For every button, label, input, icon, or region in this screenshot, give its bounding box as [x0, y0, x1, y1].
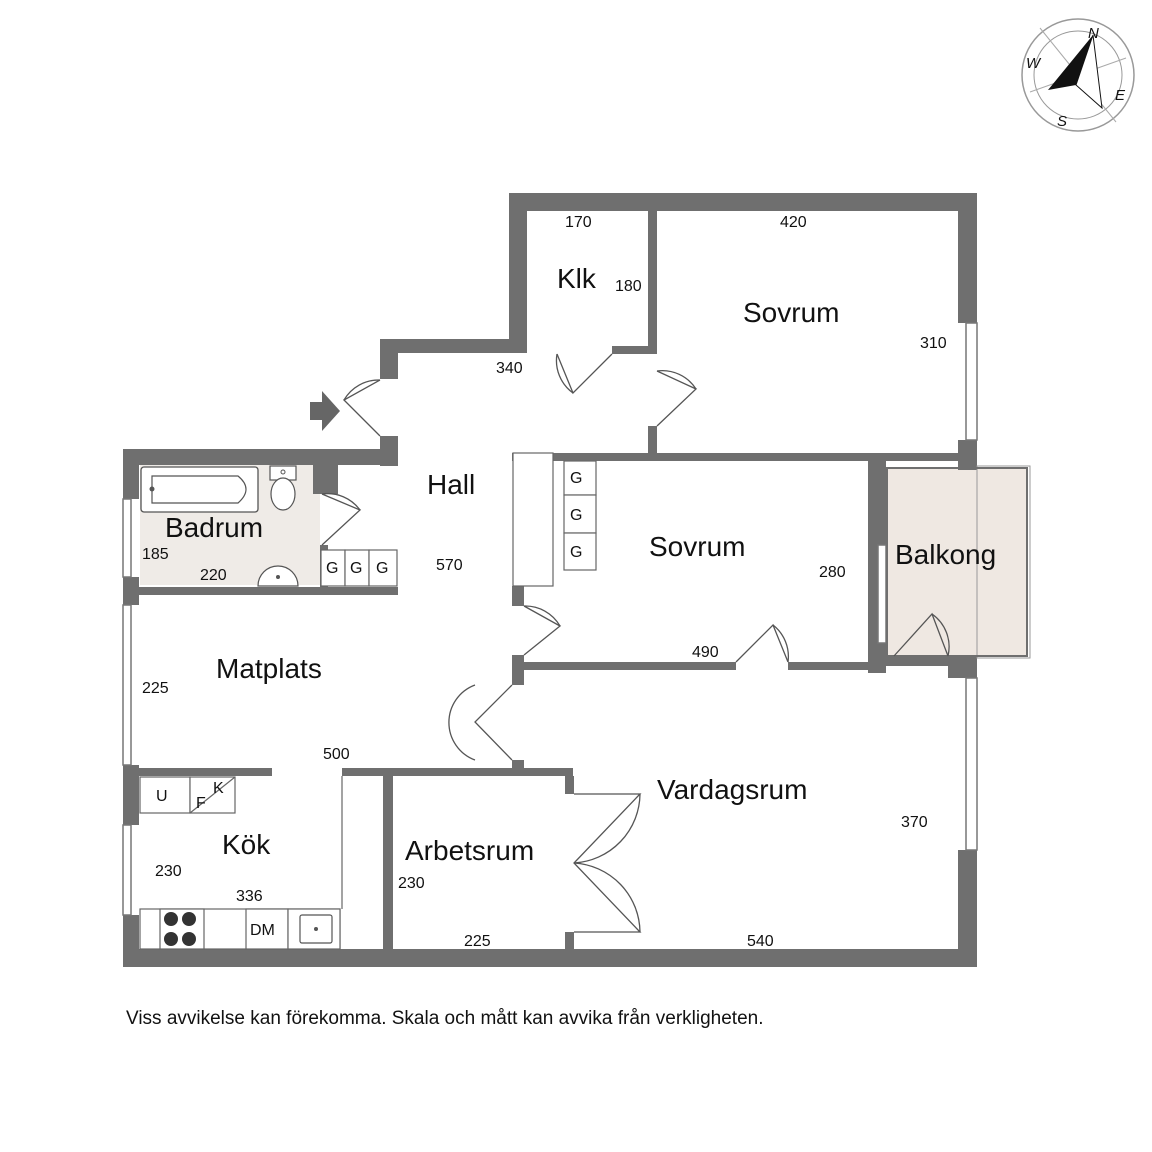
- dim-kok-w: 336: [236, 888, 263, 905]
- dim-kok-h: 230: [155, 863, 182, 880]
- dishwasher-label: DM: [250, 922, 275, 939]
- fridge-k-label: K: [213, 780, 224, 797]
- compass-w: W: [1026, 55, 1042, 72]
- doors: [321, 353, 950, 933]
- wardrobes: [320, 452, 597, 587]
- compass-n: N: [1088, 25, 1099, 42]
- room-vardagsrum: Vardagsrum: [657, 774, 807, 805]
- balkong-floor: [887, 468, 1027, 656]
- dim-sovrum-top-h: 310: [920, 335, 947, 352]
- room-sovrum-top: Sovrum: [743, 297, 839, 328]
- dim-sovrum-mid-h: 280: [819, 564, 846, 581]
- entrance-arrow-icon: [310, 391, 340, 431]
- dim-klk-h: 180: [615, 278, 642, 295]
- room-sovrum-mid: Sovrum: [649, 531, 745, 562]
- compass-needle-icon: [1048, 35, 1093, 90]
- dim-badrum-h: 185: [142, 546, 169, 563]
- dim-arbetsrum-w: 225: [464, 933, 491, 950]
- wardrobe-label: G: [326, 560, 338, 577]
- dim-matplats-h: 225: [142, 680, 169, 697]
- room-balkong: Balkong: [895, 539, 996, 570]
- wardrobe-label: G: [570, 544, 582, 561]
- wardrobe-label: G: [376, 560, 388, 577]
- walls: [123, 193, 977, 967]
- freezer-label: F: [196, 795, 206, 812]
- dim-klk-w: 170: [565, 214, 592, 231]
- dim-vardagsrum-h: 370: [901, 814, 928, 831]
- balkong-railing: [976, 465, 1031, 659]
- room-kok: Kök: [222, 829, 271, 860]
- compass-rose: N E S W: [1021, 18, 1135, 132]
- room-hall: Hall: [427, 469, 475, 500]
- dim-sovrum-top-w: 420: [780, 214, 807, 231]
- wardrobe-label: G: [570, 470, 582, 487]
- sink-icon: [257, 565, 299, 587]
- dim-arbetsrum-h: 230: [398, 875, 425, 892]
- dim-hall-w: 340: [496, 360, 523, 377]
- windows: [122, 322, 978, 916]
- toilet-icon: [269, 465, 297, 511]
- disclaimer-text: Viss avvikelse kan förekomma. Skala och …: [126, 1008, 764, 1029]
- compass-e: E: [1115, 87, 1126, 104]
- room-matplats: Matplats: [216, 653, 322, 684]
- dim-badrum-w: 220: [200, 567, 227, 584]
- dim-sovrum-mid-w: 490: [692, 644, 719, 661]
- bathtub-icon: [140, 466, 259, 513]
- room-arbetsrum: Arbetsrum: [405, 835, 534, 866]
- room-badrum: Badrum: [165, 512, 263, 543]
- dim-hall-h: 570: [436, 557, 463, 574]
- wardrobe-label: G: [570, 507, 582, 524]
- dim-vardagsrum-w: 540: [747, 933, 774, 950]
- compass-s: S: [1057, 113, 1067, 130]
- room-klk: Klk: [557, 263, 597, 294]
- kitchen-sink-icon: [299, 914, 333, 944]
- wardrobe-label: G: [350, 560, 362, 577]
- stove-icon: [159, 908, 205, 950]
- fridge-label: U: [156, 788, 168, 805]
- dim-matplats-w: 500: [323, 746, 350, 763]
